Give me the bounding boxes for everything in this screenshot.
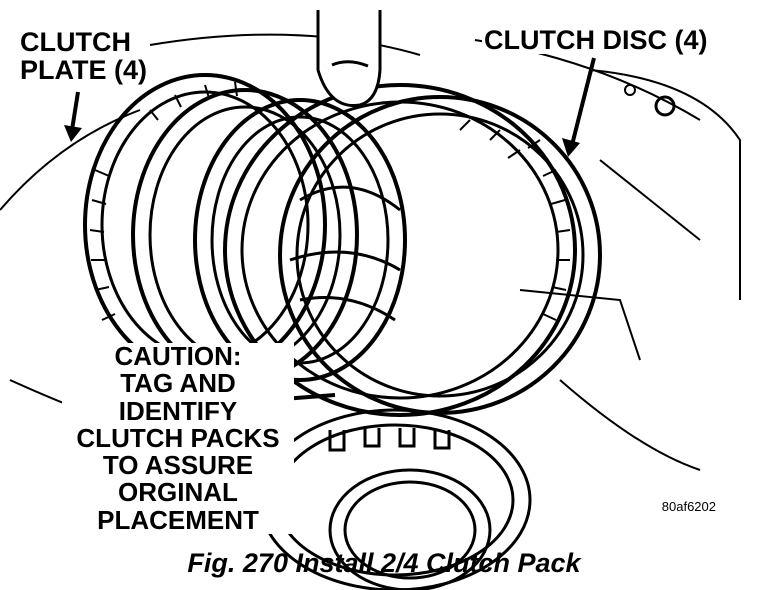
caution-note: CAUTION: TAG AND IDENTIFY CLUTCH PACKS T… [62, 341, 294, 535]
caution-line-1: CAUTION: [114, 341, 242, 371]
caution-line-3: CLUTCH PACKS [76, 422, 280, 453]
figure-caption: Fig. 270 Install 2/4 Clutch Pack [187, 548, 581, 578]
clutch-plate-label-line-1: CLUTCH [20, 27, 131, 57]
caution-line-6: PLACEMENT [97, 504, 259, 535]
caution-line-4: TO ASSURE [102, 450, 254, 481]
clutch-plate-label-line-2: PLATE (4) [20, 55, 147, 86]
caution-line-5: ORGINAL [118, 477, 238, 508]
clutch-disc-label: CLUTCH DISC (4) [482, 25, 710, 55]
caution-line-2: TAG AND IDENTIFY [118, 368, 238, 426]
figure-code: 80af6202 [659, 499, 718, 514]
clutch-plate-label: CLUTCH PLATE (4) [18, 28, 149, 85]
